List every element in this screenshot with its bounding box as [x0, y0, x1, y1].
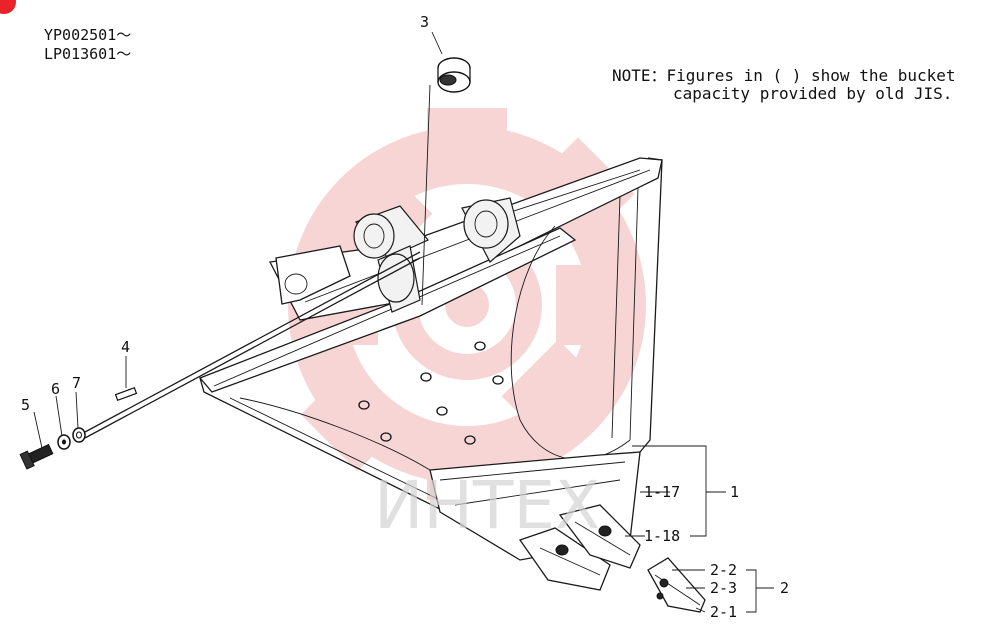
tooth-assembly [647, 557, 706, 613]
serial-number-1: YP002501～ [44, 26, 131, 44]
callout-2: 2 [780, 579, 789, 597]
watermark-text: ИНТЕХ [374, 467, 600, 544]
leader-lines [33, 31, 774, 613]
callout-2-3: 2-3 [710, 579, 737, 597]
pin-assembly [19, 251, 421, 470]
bucket-teeth [518, 504, 641, 591]
bushing [437, 57, 471, 93]
corner-badge [0, 0, 16, 14]
callout-2-2: 2-2 [710, 561, 737, 579]
callout-1-17: 1-17 [644, 483, 680, 501]
callout-4: 4 [121, 338, 130, 356]
serial-number-2: LP013601～ [44, 45, 131, 63]
callout-6: 6 [51, 380, 60, 398]
callout-7: 7 [72, 374, 81, 392]
callout-1-18: 1-18 [644, 527, 680, 545]
note-line-1: NOTE：Figures in ( ) show the bucket [612, 66, 956, 85]
callout-2-1: 2-1 [710, 603, 737, 621]
callout-5: 5 [21, 396, 30, 414]
callout-1: 1 [730, 483, 739, 501]
note-line-2: capacity provided by old JIS. [673, 84, 952, 103]
callout-3: 3 [420, 13, 429, 31]
